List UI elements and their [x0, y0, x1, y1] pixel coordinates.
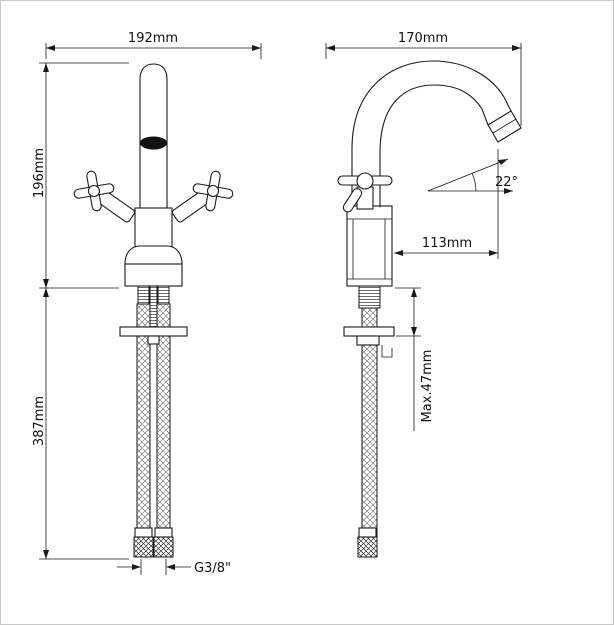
spout-inner-curve	[379, 84, 489, 208]
left-handle-hub-icon	[87, 184, 101, 198]
front-base	[124, 263, 183, 287]
right-handle-hub-icon	[206, 184, 220, 198]
mounting-plate-side	[343, 326, 395, 337]
left-hose-collar	[134, 527, 153, 538]
left-hose-nut	[133, 536, 154, 558]
spout-reach-dimension: 113mm	[394, 149, 499, 259]
front-height-dimensions: 196mm 387mm	[32, 62, 129, 560]
side-depth-dimension: 170mm	[325, 31, 522, 126]
side-handle-hub-icon	[356, 172, 374, 190]
side-view: 170mm	[325, 31, 522, 558]
thread-size-label: G3/8"	[194, 561, 231, 576]
spout-angle-label: 22°	[495, 175, 518, 190]
right-hose-connector	[157, 285, 170, 305]
max-thickness-label: Max.47mm	[420, 350, 435, 423]
front-view: 192mm 196mm 387mm	[32, 31, 262, 576]
mounting-nut-front	[147, 335, 160, 345]
mounting-plate-front	[119, 326, 188, 337]
front-upper-height-label: 196mm	[32, 148, 47, 198]
thread-size-annotation: G3/8"	[117, 559, 231, 576]
front-spout-column	[139, 63, 168, 209]
faucet-side	[337, 60, 522, 558]
front-base-shoulder	[124, 245, 183, 265]
spout-outer-curve	[351, 60, 512, 208]
front-hose-length-label: 387mm	[32, 396, 47, 446]
right-hose-collar	[154, 527, 173, 538]
faucet-front	[73, 63, 234, 558]
mounting-locknut-side	[356, 335, 380, 346]
spout-aerator	[487, 110, 522, 143]
right-hose-nut	[153, 536, 174, 558]
side-handle	[337, 172, 393, 213]
side-shank	[358, 285, 381, 309]
spout-reach-label: 113mm	[422, 236, 472, 251]
right-handle	[171, 170, 234, 223]
front-body	[134, 207, 173, 248]
spout-outlet-band	[140, 136, 167, 150]
left-hose-connector	[137, 285, 150, 305]
side-hose-nut	[357, 536, 378, 558]
side-depth-label: 170mm	[398, 31, 448, 46]
front-width-dimension: 192mm	[45, 31, 262, 59]
spout-angle-annotation: 22°	[427, 158, 518, 194]
side-hose-collar	[358, 527, 377, 538]
front-width-label: 192mm	[128, 31, 178, 46]
max-thickness-dimension: Max.47mm	[395, 287, 435, 431]
left-handle	[73, 170, 136, 223]
